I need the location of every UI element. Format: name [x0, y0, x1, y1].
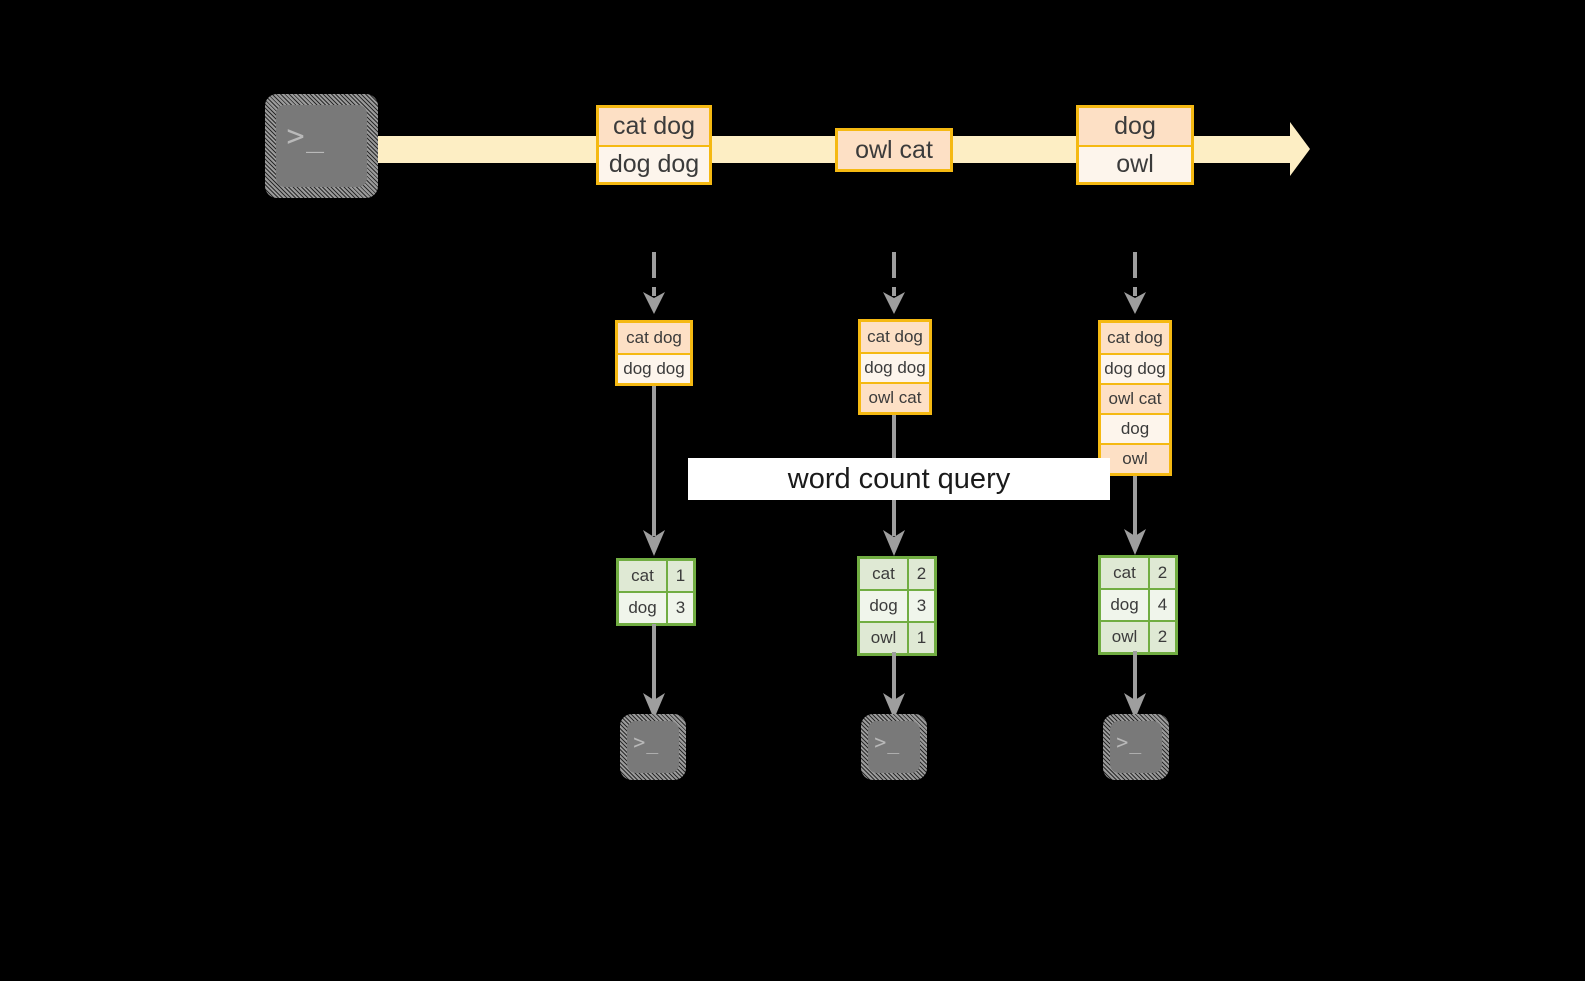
snapshot-input-box[interactable]: cat dog dog dog	[615, 320, 693, 386]
snapshot-input-row: cat dog	[1101, 323, 1169, 353]
result-word: owl	[1101, 622, 1148, 652]
result-count: 1	[907, 623, 934, 653]
result-count: 3	[907, 591, 934, 621]
sink-terminal-icon[interactable]: >_	[620, 714, 686, 780]
query-flow-arrow	[638, 386, 670, 559]
stream-event-line: owl cat	[838, 131, 950, 169]
result-word: cat	[619, 561, 666, 591]
query-label: word count query	[688, 458, 1110, 500]
result-word: dog	[1101, 590, 1148, 620]
result-table[interactable]: cat 2 dog 4 owl 2	[1098, 555, 1178, 655]
terminal-face	[276, 105, 367, 187]
terminal-prompt-glyph: >_	[286, 119, 326, 155]
table-row: dog 3	[860, 589, 934, 621]
stream-arrowhead-icon	[1290, 122, 1310, 176]
snapshot-input-box[interactable]: cat dog dog dog owl cat	[858, 319, 932, 415]
result-word: dog	[619, 593, 666, 623]
snapshot-input-row: owl cat	[1101, 383, 1169, 413]
snapshot-input-row: owl	[1101, 443, 1169, 473]
snapshot-input-row: dog dog	[1101, 353, 1169, 383]
table-row: dog 4	[1101, 588, 1175, 620]
result-sink-arrow	[1119, 651, 1151, 722]
result-count: 1	[666, 561, 693, 591]
stream-event-line: owl	[1079, 145, 1191, 182]
stream-event-line: cat dog	[599, 108, 709, 145]
source-terminal-icon[interactable]: >_	[265, 94, 378, 198]
snapshot-input-box[interactable]: cat dog dog dog owl cat dog owl	[1098, 320, 1172, 476]
query-flow-arrow	[1119, 476, 1151, 558]
terminal-prompt-glyph: >_	[874, 730, 901, 755]
snapshot-arrow-dashed	[638, 252, 670, 320]
stream-event-box[interactable]: owl cat	[835, 128, 953, 172]
table-row: cat 2	[1101, 558, 1175, 588]
snapshot-arrow-dashed	[1119, 252, 1151, 320]
terminal-prompt-glyph: >_	[1116, 730, 1143, 755]
result-table[interactable]: cat 1 dog 3	[616, 558, 696, 626]
table-row: owl 1	[860, 621, 934, 653]
result-word: dog	[860, 591, 907, 621]
stream-event-box[interactable]: dog owl	[1076, 105, 1194, 185]
snapshot-arrow-dashed	[878, 252, 910, 320]
sink-terminal-icon[interactable]: >_	[1103, 714, 1169, 780]
terminal-face	[868, 721, 920, 773]
terminal-face	[1110, 721, 1162, 773]
table-row: cat 2	[860, 559, 934, 589]
snapshot-input-row: dog	[1101, 413, 1169, 443]
stream-event-line: dog	[1079, 108, 1191, 145]
result-count: 2	[907, 559, 934, 589]
terminal-face	[627, 721, 679, 773]
table-row: cat 1	[619, 561, 693, 591]
sink-terminal-icon[interactable]: >_	[861, 714, 927, 780]
table-row: owl 2	[1101, 620, 1175, 652]
result-table[interactable]: cat 2 dog 3 owl 1	[857, 556, 937, 656]
stream-event-line: dog dog	[599, 145, 709, 182]
snapshot-input-row: dog dog	[861, 352, 929, 382]
result-sink-arrow	[878, 652, 910, 722]
result-count: 3	[666, 593, 693, 623]
result-count: 2	[1148, 622, 1175, 652]
table-row: dog 3	[619, 591, 693, 623]
result-word: cat	[860, 559, 907, 589]
result-sink-arrow	[638, 624, 670, 722]
terminal-prompt-glyph: >_	[633, 730, 660, 755]
stream-event-box[interactable]: cat dog dog dog	[596, 105, 712, 185]
snapshot-input-row: cat dog	[618, 323, 690, 353]
snapshot-input-row: cat dog	[861, 322, 929, 352]
result-word: owl	[860, 623, 907, 653]
result-word: cat	[1101, 558, 1148, 588]
snapshot-input-row: dog dog	[618, 353, 690, 383]
result-count: 2	[1148, 558, 1175, 588]
snapshot-input-row: owl cat	[861, 382, 929, 412]
result-count: 4	[1148, 590, 1175, 620]
